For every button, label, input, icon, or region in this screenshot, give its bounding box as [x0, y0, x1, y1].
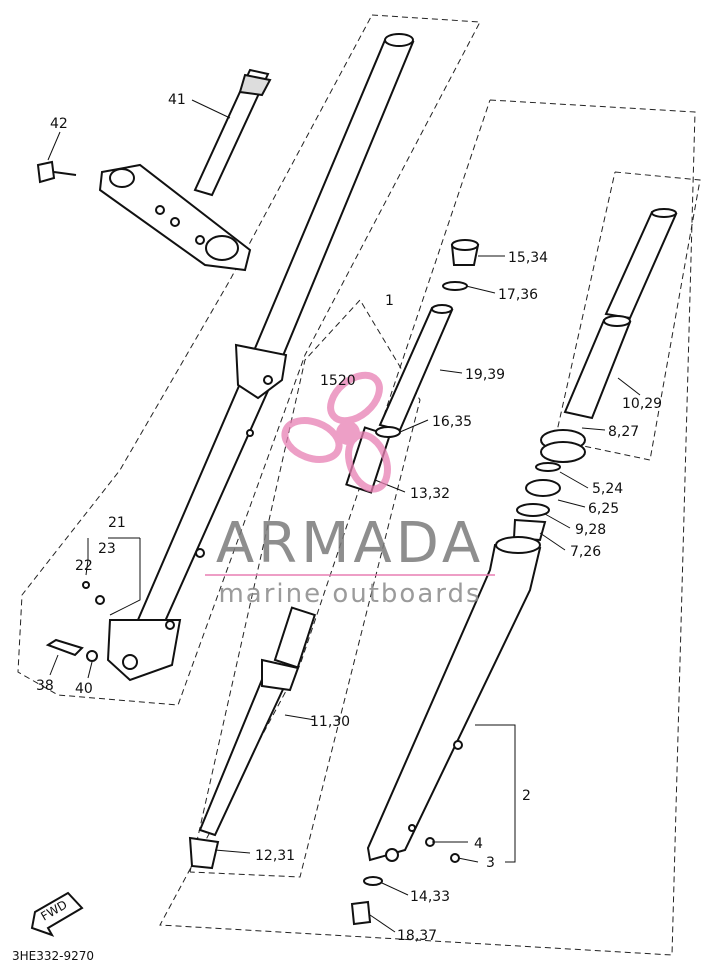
label-11-30: 11,30 — [310, 714, 350, 730]
watermark: ARMADA marine outboards — [205, 371, 495, 609]
label-1520: 1520 — [320, 373, 356, 389]
spring-lower — [273, 606, 317, 669]
label-6-25: 6,25 — [588, 501, 619, 517]
label-19-39: 19,39 — [465, 367, 505, 383]
part-number-labels: 41 42 1 1520 15,34 17,36 19,39 16,35 13,… — [36, 92, 662, 944]
right-seal-stack — [512, 429, 586, 542]
label-18-37: 18,37 — [397, 928, 437, 944]
label-4: 4 — [474, 836, 483, 852]
label-13-32: 13,32 — [410, 486, 450, 502]
seals-and-washers — [375, 239, 480, 438]
steering-stem — [98, 68, 272, 272]
label-21: 21 — [108, 515, 126, 531]
label-42: 42 — [50, 116, 68, 132]
label-10-29: 10,29 — [622, 396, 662, 412]
label-16-35: 16,35 — [432, 414, 472, 430]
label-5-24: 5,24 — [592, 481, 623, 497]
label-38: 38 — [36, 678, 54, 694]
label-7-26: 7,26 — [570, 544, 601, 560]
watermark-brand: ARMADA — [216, 511, 484, 576]
right-upper-tubes — [563, 208, 678, 420]
inner-assembly-boundary — [189, 299, 421, 878]
label-14-33: 14,33 — [410, 889, 450, 905]
label-3: 3 — [486, 855, 495, 871]
diagram-code: 3HE332-9270 — [12, 949, 94, 963]
label-22: 22 — [75, 558, 93, 574]
right-outer-tube — [366, 536, 542, 862]
label-23: 23 — [98, 541, 116, 557]
left-fork-tube — [106, 33, 415, 682]
leader-lines — [47, 99, 641, 933]
propeller-logo-icon — [281, 371, 391, 493]
label-41: 41 — [168, 92, 186, 108]
label-15-34: 15,34 — [508, 250, 548, 266]
label-9-28: 9,28 — [575, 522, 606, 538]
dashed-group-boundaries — [17, 14, 701, 956]
label-12-31: 12,31 — [255, 848, 295, 864]
label-1: 1 — [385, 293, 394, 309]
small-bottom-parts — [45, 581, 460, 926]
label-2: 2 — [522, 788, 531, 804]
fwd-arrow-icon: FWD — [30, 891, 84, 937]
label-8-27: 8,27 — [608, 424, 639, 440]
right-fork-boundary — [159, 99, 696, 956]
label-17-36: 17,36 — [498, 287, 538, 303]
bolt-42 — [36, 160, 77, 184]
watermark-tagline: marine outboards — [218, 579, 481, 609]
label-40: 40 — [75, 681, 93, 697]
left-fork-boundary — [17, 14, 481, 706]
